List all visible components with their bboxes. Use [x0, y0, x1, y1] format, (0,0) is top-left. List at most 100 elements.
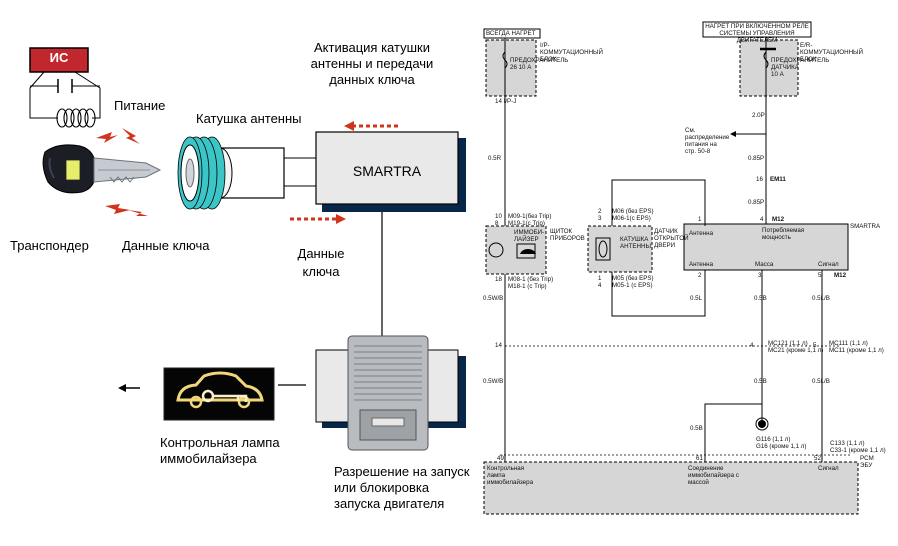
wire-05lb-label-b: 0.5L/B — [812, 378, 830, 385]
fuse1-icon — [502, 51, 508, 69]
ground-icon — [755, 417, 769, 431]
left-block-diagram — [29, 47, 466, 451]
ecu-signal-label: Сигнал — [818, 465, 839, 472]
immobilizer-lamp-icon — [163, 367, 275, 421]
antenna-coil-icon — [177, 136, 318, 210]
m05-label: M05 (без EPS) — [612, 275, 654, 282]
m06-label: M06 (без EPS) — [612, 208, 654, 215]
cluster-label: ЩИТОК ПРИБОРОВ — [550, 228, 585, 242]
ecu-mass-label: Соединение иммобилайзера с массой — [688, 465, 739, 486]
wire-mass-ecu — [704, 403, 762, 462]
pin3-label: 3 — [598, 215, 602, 222]
pin5-label-b: 5 — [813, 342, 817, 349]
smartra-module-label: SMARTRA — [850, 223, 881, 230]
c33-label: C33-1 (кроме 1,1 л) — [830, 447, 886, 454]
g116-label: G116 (1,1 л) — [756, 436, 791, 443]
m05-1-label: M05-1 (с EPS) — [612, 282, 653, 289]
pin1-label: 1 — [598, 275, 602, 282]
transponder-label: Транспондер — [10, 238, 89, 253]
mc11-label: MC11 (кроме 1,1 л) — [829, 347, 884, 354]
ic-wire-right — [74, 71, 101, 119]
coil-box-label: КАТУШКА АНТЕННЫ — [620, 236, 651, 250]
wire-05b-label-c: 0.5B — [690, 425, 703, 432]
see-power-label: См. распределение питания на стр. 50-8 — [685, 127, 730, 155]
m08-label: M08-1 (без Trip) — [508, 276, 554, 283]
wire-05wb-label-a: 0.5W/B — [483, 295, 504, 302]
always-hot-label: ВСЕГДА НАГРЕТ — [486, 30, 536, 37]
wire-085p-label-b: 0.85P — [748, 199, 765, 206]
em11-label: EM11 — [770, 176, 786, 183]
pin-s1-label: 1 — [698, 216, 702, 223]
key-data-label-right: Данные ключа — [297, 246, 345, 279]
ecu-lamp-label: Контрольная лампа иммобилайзера — [487, 465, 534, 486]
pin-s2-label: 2 — [698, 272, 702, 279]
ic-wire-left — [29, 71, 58, 119]
antenna2-label: Антенна — [689, 261, 714, 268]
g16-label: G16 (кроме 1,1 л) — [756, 443, 807, 450]
fuse1-label: ПРЕДОХРАНИТЕЛЬ 26 10 А — [510, 57, 569, 71]
ic-box — [29, 47, 89, 73]
wire-2p-label: 2.0P — [752, 112, 765, 119]
dashed-arrow-left — [344, 121, 398, 131]
ecu-unit-icon — [347, 335, 429, 451]
pin4-label: 4 — [598, 282, 602, 289]
antenna-coil-label: Катушка антенны — [196, 111, 302, 126]
signal-label: Сигнал — [818, 261, 839, 268]
pin18-label: 18 — [495, 276, 502, 283]
smartra-box — [315, 131, 459, 205]
m18-label: M18-1 (с Trip) — [508, 283, 547, 290]
wire-05lb-label: 0.5L/B — [812, 295, 830, 302]
pin52-label: 52 — [814, 455, 821, 462]
wire-05b-label: 0.5B — [754, 295, 767, 302]
transponder-coil — [56, 108, 96, 128]
power-label: Питание — [114, 98, 166, 113]
wire-05wb-label-b: 0.5W/B — [483, 378, 504, 385]
fuse2-icon — [763, 51, 769, 69]
fuse2-label: ПРЕДОХРАНИТЕЛЬ ДАТЧИКА 10 А — [771, 57, 830, 78]
immob-label: ИММОБИ-ЛАЙЗЕР — [514, 229, 545, 243]
lamp-label: Контрольная лампа иммобилайзера — [160, 435, 280, 466]
key-icon — [42, 144, 162, 194]
m06-1-label: M06-1(с EPS) — [612, 215, 651, 222]
mc21-label: MC21 (кроме 1,1 л) — [768, 347, 824, 354]
activation-label: Активация катушки антенны и передачи дан… — [310, 40, 434, 87]
see-power-arrow-icon — [730, 131, 736, 137]
pin-s3-label: 3 — [758, 272, 762, 279]
antenna1-label: Антенна — [689, 230, 714, 237]
pin14-label-b: 14 — [495, 342, 502, 349]
mass-label: Масса — [755, 261, 774, 268]
smartra-label: SMARTRA — [352, 163, 422, 179]
ip-box-label: I/P-КОММУТАЦИОННЫЙ БЛОК — [540, 42, 603, 63]
key-data-label: Данные ключа — [122, 238, 210, 253]
ic-label: ИС — [49, 50, 69, 65]
arrow-left-icon — [118, 384, 140, 392]
m09-label: M09-1(без Trip) — [508, 213, 552, 220]
wire-05r-label: 0.5R — [488, 155, 502, 162]
wire-05l-label: 0.5L — [690, 295, 703, 302]
m12-label-a: M12 — [772, 216, 785, 223]
pin-s4-label: 4 — [760, 216, 764, 223]
pin14-ipj-label: 14 I/P-J — [495, 98, 517, 105]
door-sensor-label: ДАТЧИК ОТКРЫТОЙ ДВЕРИ — [654, 228, 689, 249]
cluster-car-icon — [520, 249, 536, 254]
pin49-label: 49 — [497, 455, 504, 462]
pin10-label: 10 — [495, 213, 502, 220]
pin-s5-label: 5 — [818, 272, 822, 279]
pin4-label-b: 4 — [750, 342, 754, 349]
mc121-label: MC121 (1,1 л) — [768, 340, 808, 347]
ecu-label: ЭБУ — [860, 462, 873, 469]
dashed-arrow-right — [290, 214, 346, 224]
pin8-label: 8 — [495, 220, 499, 227]
pin2-label: 2 — [598, 208, 602, 215]
start-permission-label: Разрешение на запуск или блокировка запу… — [334, 464, 470, 511]
er-box-label: E/R-КОММУТАЦИОННЫЙ БЛОК — [800, 42, 863, 63]
c133-label: C133 (1,1 л) — [830, 440, 865, 447]
pin61-label: 61 — [696, 455, 703, 462]
m19-label: M19-1(с Trip) — [508, 220, 545, 227]
consumed-power-label: Потребляемая мощность — [762, 227, 805, 241]
mc111-label: MC111 (1,1 л) — [829, 340, 868, 347]
wire-05b-label-b: 0.5B — [754, 378, 767, 385]
wire-085p-label-a: 0.85P — [748, 155, 765, 162]
ign-hot-label: НАГРЕТ ПРИ ВКЛЮЧЕННОМ РЕЛЕ СИСТЕМЫ УПРАВ… — [705, 23, 809, 44]
em11-pin-label: 16 — [756, 176, 763, 183]
